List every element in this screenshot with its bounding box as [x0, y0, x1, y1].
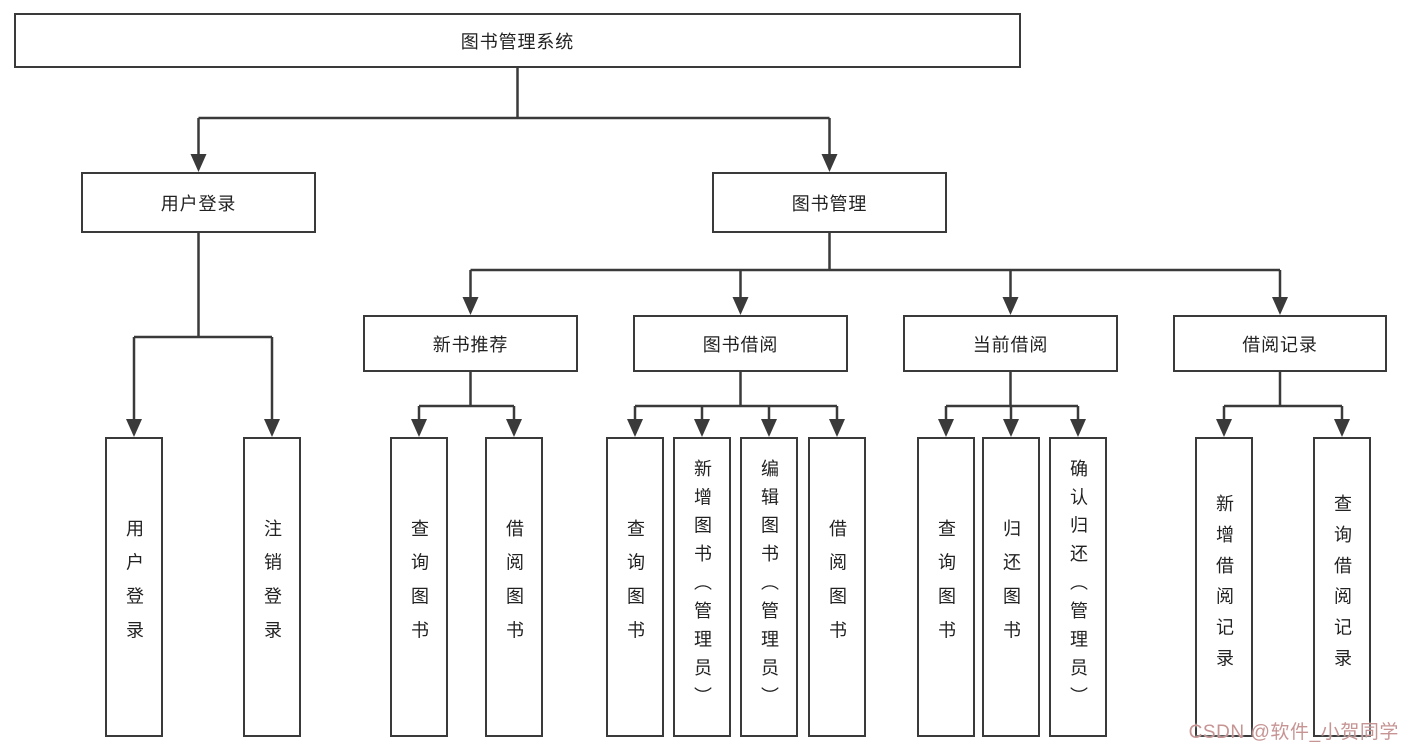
node-book-management-label: 图书管理: [791, 193, 868, 214]
leaf-logout: 注销登录: [243, 437, 301, 737]
leaf-cb-query-books: 查询图书: [917, 437, 975, 737]
leaf-bb-query-books: 查询图书: [606, 437, 664, 737]
node-user-login-label: 用户登录: [160, 193, 237, 214]
node-book-management: 图书管理: [712, 172, 947, 233]
leaf-user-login: 用户登录: [105, 437, 163, 737]
node-new-book-recommend: 新书推荐: [363, 315, 578, 372]
leaf-bb-edit-books-admin-label: 编辑图书（管理员）: [759, 459, 779, 715]
node-root-system: 图书管理系统: [14, 13, 1021, 68]
leaf-bb-add-books-admin-label: 新增图书（管理员）: [692, 459, 712, 715]
leaf-cb-return-books: 归还图书: [982, 437, 1040, 737]
leaf-cb-query-books-label: 查询图书: [936, 519, 956, 655]
leaf-cb-confirm-return-admin: 确认归还（管理员）: [1049, 437, 1107, 737]
node-book-borrowing: 图书借阅: [633, 315, 848, 372]
leaf-cb-confirm-return-admin-label: 确认归还（管理员）: [1068, 459, 1088, 715]
leaf-bb-borrow-books-label: 借阅图书: [827, 519, 847, 655]
node-borrowing-records-label: 借阅记录: [1242, 334, 1318, 355]
leaf-br-query-borrow-record: 查询借阅记录: [1313, 437, 1371, 737]
leaf-br-add-borrow-record-label: 新增借阅记录: [1214, 494, 1234, 680]
leaf-br-query-borrow-record-label: 查询借阅记录: [1332, 494, 1352, 680]
csdn-watermark: CSDN @软件_小贺同学: [1188, 722, 1399, 743]
leaf-nb-query-books: 查询图书: [390, 437, 448, 737]
node-current-borrowing-label: 当前借阅: [972, 334, 1049, 355]
node-borrowing-records: 借阅记录: [1173, 315, 1387, 372]
leaf-user-login-label: 用户登录: [124, 519, 144, 655]
leaf-bb-query-books-label: 查询图书: [625, 519, 645, 655]
leaf-nb-borrow-books-label: 借阅图书: [504, 519, 524, 655]
leaf-nb-borrow-books: 借阅图书: [485, 437, 543, 737]
node-new-book-recommend-label: 新书推荐: [432, 334, 509, 355]
node-current-borrowing: 当前借阅: [903, 315, 1118, 372]
node-user-login: 用户登录: [81, 172, 316, 233]
leaf-bb-edit-books-admin: 编辑图书（管理员）: [740, 437, 798, 737]
leaf-bb-add-books-admin: 新增图书（管理员）: [673, 437, 731, 737]
node-root-label: 图书管理系统: [460, 31, 575, 52]
leaf-cb-return-books-label: 归还图书: [1001, 519, 1021, 655]
node-book-borrowing-label: 图书借阅: [702, 334, 779, 355]
leaf-bb-borrow-books: 借阅图书: [808, 437, 866, 737]
leaf-logout-label: 注销登录: [262, 519, 282, 655]
leaf-br-add-borrow-record: 新增借阅记录: [1195, 437, 1253, 737]
leaf-nb-query-books-label: 查询图书: [409, 519, 429, 655]
